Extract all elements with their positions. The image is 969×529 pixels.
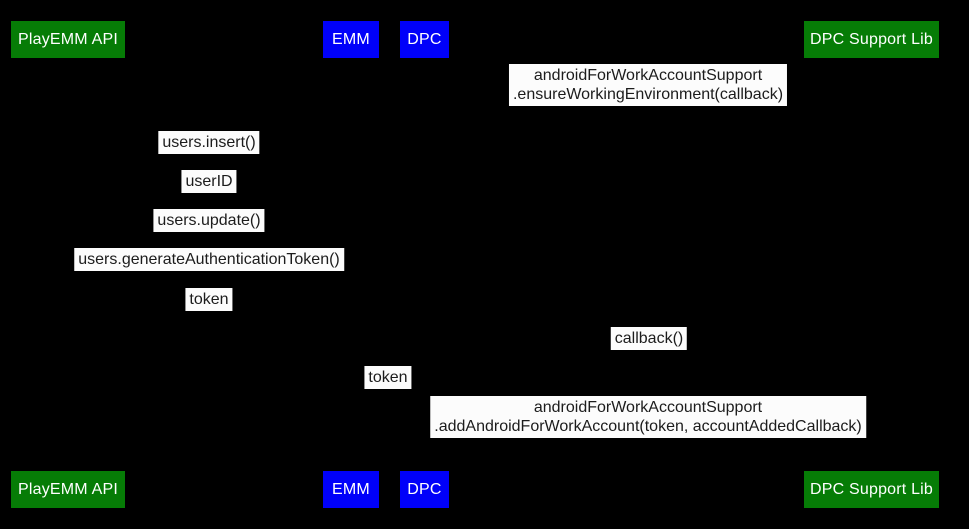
message-line: token [189, 291, 229, 308]
actor-dpc-bottom: DPC [400, 471, 449, 508]
message-token-playemm-emm: token [185, 288, 233, 311]
message-line: .ensureWorkingEnvironment(callback) [512, 86, 784, 103]
actor-label: DPC Support Lib [809, 30, 934, 48]
message-generate-authentication-token: users.generateAuthenticationToken() [74, 248, 344, 271]
message-user-id: userID [181, 170, 237, 193]
message-line: users.update() [157, 212, 261, 229]
actor-dpc-support-lib-bottom: DPC Support Lib [804, 471, 939, 508]
message-line: .addAndroidForWorkAccount(token, account… [434, 418, 862, 435]
message-token-emm-dpc: token [364, 366, 412, 389]
message-users-insert: users.insert() [158, 131, 260, 154]
message-line: token [368, 369, 408, 386]
actor-emm-bottom: EMM [323, 471, 379, 508]
actor-dpc-top: DPC [400, 21, 449, 58]
message-line: callback() [614, 330, 684, 347]
message-callback: callback() [610, 327, 688, 350]
message-line: androidForWorkAccountSupport [533, 67, 763, 84]
message-ensure-working-environment: androidForWorkAccountSupport .ensureWork… [508, 64, 788, 106]
actor-playemm-api-bottom: PlayEMM API [11, 471, 125, 508]
message-line: users.insert() [162, 134, 256, 151]
actor-playemm-api-top: PlayEMM API [11, 21, 125, 58]
actor-dpc-support-lib-top: DPC Support Lib [804, 21, 939, 58]
actor-label: PlayEMM API [17, 480, 118, 498]
actor-label: DPC [407, 480, 442, 498]
actor-label: EMM [332, 30, 370, 48]
actor-label: DPC Support Lib [809, 480, 934, 498]
actor-label: EMM [332, 480, 370, 498]
actor-label: DPC [407, 30, 442, 48]
message-add-android-for-work-account: androidForWorkAccountSupport .addAndroid… [430, 396, 866, 438]
message-line: users.generateAuthenticationToken() [78, 251, 340, 268]
message-users-update: users.update() [153, 209, 265, 232]
message-line: userID [185, 173, 233, 190]
message-line: androidForWorkAccountSupport [533, 399, 763, 416]
actor-emm-top: EMM [323, 21, 379, 58]
actor-label: PlayEMM API [17, 30, 118, 48]
